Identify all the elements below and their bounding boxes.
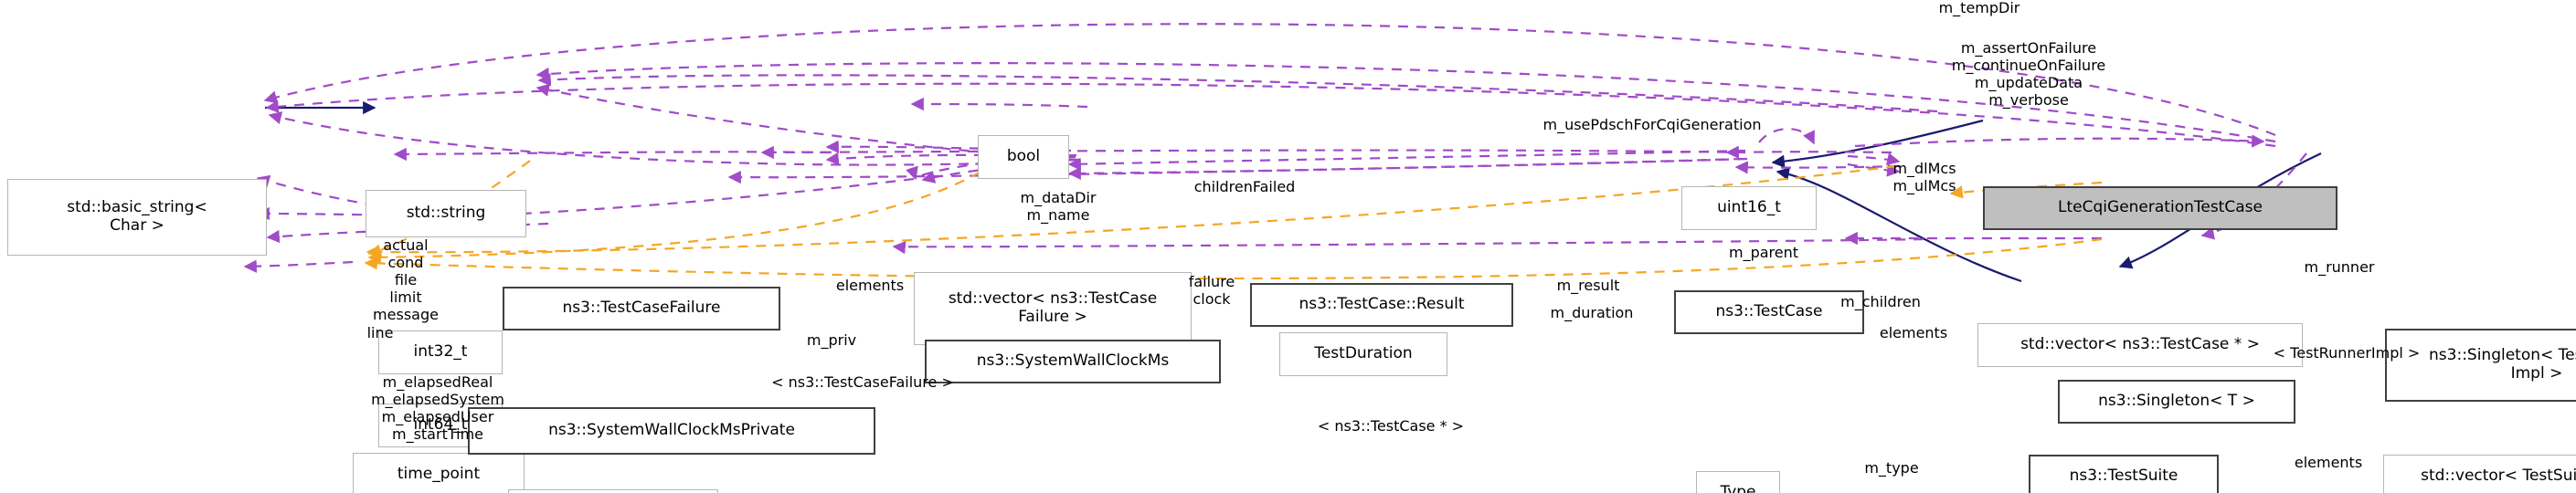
edge-mrunner-to-testrunnerimpl (1854, 134, 2265, 148)
edge-testcase-left-1 (1067, 149, 1746, 171)
edge-mparent-self (1758, 128, 1815, 145)
node-label: bool (1006, 147, 1041, 166)
node-label: LteCqiGenerationTestCase (2058, 198, 2263, 217)
node-label: uint16_t (1717, 198, 1781, 217)
node-label: ns3::TestSuite (2069, 467, 2178, 486)
node-std-vector-testsuite-ptr[interactable]: std::vector< TestSuite * > (2383, 455, 2576, 493)
node-std-vector-T[interactable]: std::vector< T > (508, 489, 718, 493)
node-label: time_point (397, 465, 481, 484)
node-label: ns3::TestCase::Result (1299, 295, 1465, 314)
edge-mduration-to-testduration (727, 157, 1748, 184)
edge-childrenfailed-to-bool (535, 83, 1079, 162)
edge-template-testcasefailure (367, 160, 531, 257)
edge-testcase-left-2 (1067, 157, 1744, 181)
node-label: std::vector< ns3::TestCase * > (2020, 335, 2260, 354)
node-ns3-testcase[interactable]: ns3::TestCase (1674, 290, 1864, 334)
node-label: ns3::Singleton< TestRunner Impl > (2429, 346, 2576, 383)
edge-syswallclockms-in (906, 153, 1077, 181)
edge-elements-to-vector-testcase (1847, 163, 1901, 177)
node-uint16-t[interactable]: uint16_t (1681, 186, 1817, 230)
edge-assert-group-to-bool (535, 62, 2276, 143)
node-label: std::basic_string< Char > (67, 198, 207, 235)
edge-template-testsuite-ptr (364, 237, 2103, 280)
edge-testsuite-to-testcase (1776, 167, 2022, 283)
node-label: TestDuration (1314, 344, 1413, 363)
node-testduration[interactable]: TestDuration (1279, 332, 1447, 376)
node-label: std::vector< ns3::TestCase Failure > (948, 289, 1158, 326)
node-bool[interactable]: bool (978, 135, 1069, 179)
node-label: ns3::SystemWallClockMs (976, 351, 1170, 371)
edge-mtype-to-type (892, 237, 1924, 255)
node-ns3-systemwallclockmsprivate[interactable]: ns3::SystemWallClockMsPrivate (468, 407, 875, 455)
node-label: ns3::TestCaseFailure (562, 299, 721, 318)
node-std-vector-testcasefailure[interactable]: std::vector< ns3::TestCase Failure > (914, 272, 1192, 345)
template-edges (364, 160, 2103, 280)
node-label: int64_t (413, 415, 468, 435)
edge-usepdsch-to-bool (537, 73, 1938, 113)
node-ltecqigenerationtestcase[interactable]: LteCqiGenerationTestCase (1983, 186, 2337, 230)
edge-dlmcs-ulmcs-to-uint16 (910, 97, 1088, 111)
node-time-point[interactable]: time_point (353, 453, 525, 493)
node-label: ns3::Singleton< T > (2098, 392, 2255, 411)
node-std-vector-testcase-ptr[interactable]: std::vector< ns3::TestCase * > (1977, 323, 2303, 367)
edge-mresult-to-result (760, 145, 1746, 160)
node-ns3-singleton-T[interactable]: ns3::Singleton< T > (2058, 380, 2295, 424)
edge-mchildren-to-vector-testcase (1847, 152, 1901, 166)
edge-elements-to-T (243, 259, 354, 273)
node-ns3-testsuite[interactable]: ns3::TestSuite (2029, 455, 2219, 493)
node-ns3-testcasefailure[interactable]: ns3::TestCaseFailure (503, 287, 780, 330)
node-std-basic-string[interactable]: std::basic_string< Char > (7, 179, 267, 256)
node-label: std::vector< TestSuite * > (2421, 467, 2576, 486)
node-int32-t[interactable]: int32_t (378, 330, 503, 374)
edge-tempdir (263, 23, 2276, 137)
edge-testcase-right-in (1734, 161, 1902, 174)
edge-elements-to-testcasefailure (393, 147, 831, 162)
node-ns3-testcase-result[interactable]: ns3::TestCase::Result (1250, 283, 1513, 327)
node-type[interactable]: Type (1696, 471, 1780, 493)
edge-string-from-below (268, 111, 1079, 166)
node-std-string[interactable]: std::string (366, 190, 526, 237)
node-ns3-systemwallclockms[interactable]: ns3::SystemWallClockMs (925, 340, 1221, 383)
usage-edges (243, 23, 2307, 273)
node-label: ns3::SystemWallClockMsPrivate (548, 421, 795, 440)
node-ns3-singleton-testrunnerimpl[interactable]: ns3::Singleton< TestRunner Impl > (2385, 329, 2576, 402)
node-label: Type (1720, 483, 1756, 493)
edge-datadir-name (265, 82, 2276, 148)
edge-line-to-int32 (256, 174, 430, 214)
node-label: int32_t (413, 342, 468, 362)
node-label: std::string (406, 204, 486, 223)
edge-template-testcasefailure-2 (367, 162, 997, 264)
node-label: ns3::TestCase (1715, 302, 1823, 321)
